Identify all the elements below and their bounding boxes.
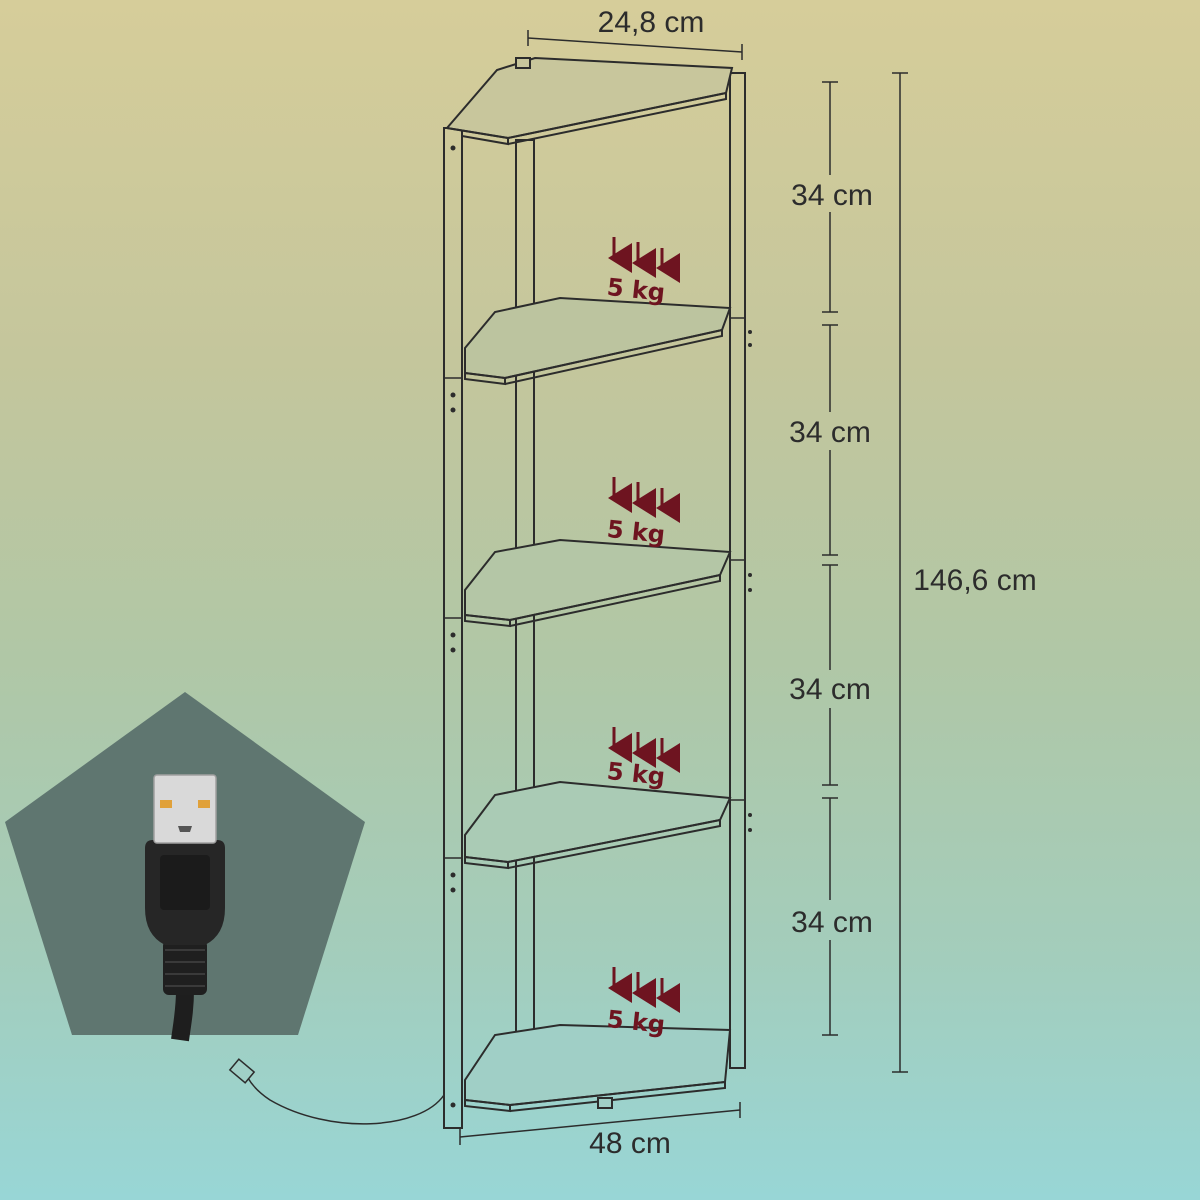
shelf-1 <box>445 56 734 146</box>
load-label: 5 kg <box>606 757 667 791</box>
shelf-drawing <box>228 56 752 1129</box>
right-post <box>729 72 746 1069</box>
width-label: 48 cm <box>589 1127 671 1160</box>
shelf-3 <box>464 538 732 628</box>
total-height-dimension <box>892 72 908 1073</box>
tier-height-label: 34 cm <box>791 906 873 939</box>
front-left-post <box>443 127 463 1129</box>
down-arrows-icon <box>608 727 680 773</box>
load-indicator-4: 5 kg <box>606 967 680 1039</box>
load-indicator-1: 5 kg <box>606 237 680 307</box>
down-arrows-icon <box>608 477 680 523</box>
tier-height-label: 34 cm <box>789 673 871 706</box>
load-label: 5 kg <box>606 273 667 307</box>
shelf-4 <box>464 780 732 870</box>
load-indicator-2: 5 kg <box>606 477 680 549</box>
load-indicator-3: 5 kg <box>606 727 680 791</box>
load-label: 5 kg <box>606 515 667 549</box>
usb-inset <box>5 692 365 1042</box>
total-height-label: 146,6 cm <box>913 564 1036 597</box>
tier-height-label: 34 cm <box>791 179 873 212</box>
down-arrows-icon <box>608 967 680 1013</box>
shelf-2 <box>464 296 732 386</box>
tier-height-dimensions <box>822 81 838 1036</box>
load-label: 5 kg <box>606 1005 667 1039</box>
depth-label: 24,8 cm <box>598 6 705 39</box>
usb-plug-icon <box>145 774 225 1042</box>
depth-dimension <box>527 30 743 60</box>
led-cable <box>247 1077 445 1125</box>
cable-connector <box>228 1058 256 1084</box>
down-arrows-icon <box>608 237 680 283</box>
width-dimension <box>459 1102 741 1145</box>
tier-height-label: 34 cm <box>789 416 871 449</box>
shelf-5 <box>464 1023 732 1113</box>
